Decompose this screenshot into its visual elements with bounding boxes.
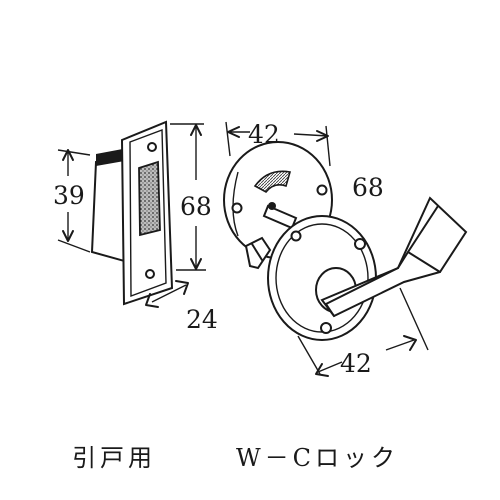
lever — [320, 196, 468, 318]
caption-usage: 引戸用 — [72, 444, 156, 472]
dimension-68-plate: 68 — [170, 123, 212, 271]
knob-diameter-label: 42 — [340, 349, 372, 378]
latch-plate-height-label: 68 — [180, 192, 212, 221]
overall-height-label: 68 — [352, 173, 384, 202]
rose-screw-1 — [231, 202, 243, 214]
indicator-window — [253, 170, 292, 194]
latch-screw-top — [147, 142, 157, 152]
handle-unit: 42 68 42 — [223, 120, 468, 378]
latch-screw-bottom — [145, 269, 155, 279]
knob-screw-side — [290, 230, 302, 242]
latch-height-label: 39 — [53, 181, 85, 210]
latch-depth-label: 24 — [186, 305, 218, 334]
caption-model: W－Cロック — [236, 444, 400, 472]
dimension-42-rose: 42 — [225, 120, 331, 167]
dimension-68-overall: 68 — [352, 173, 384, 202]
rose-diameter-label: 42 — [248, 120, 280, 149]
dimension-24: 24 — [145, 280, 218, 334]
latch-opening — [138, 160, 161, 237]
knob-screw-top — [354, 238, 366, 250]
knob-screw-bottom — [320, 322, 332, 334]
rose-screw-2 — [316, 184, 328, 196]
dimension-42-knob: 42 — [297, 287, 429, 378]
dimension-39: 39 — [53, 149, 91, 253]
latch-unit: 39 68 24 — [53, 120, 218, 334]
